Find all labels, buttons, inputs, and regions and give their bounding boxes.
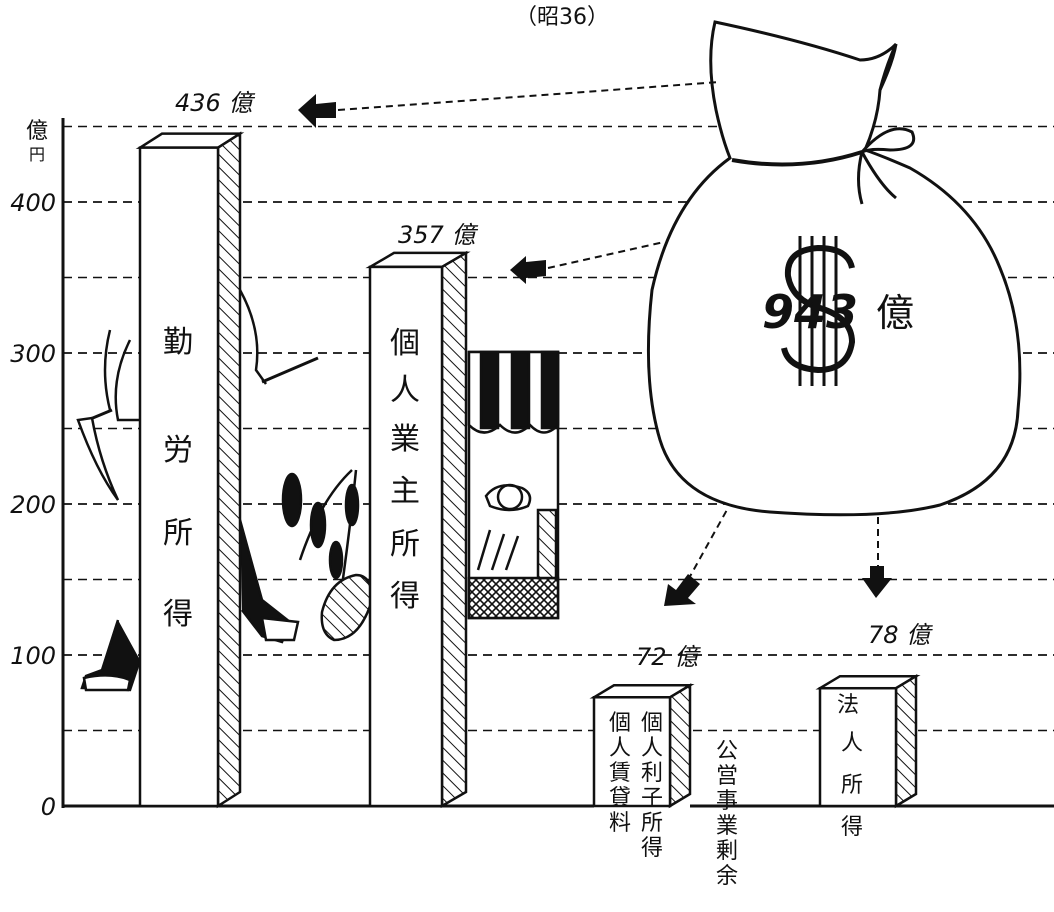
- bar-label-kojin-gyoushu: 個 人 業 主 所 得: [390, 326, 420, 614]
- arrow-down-icon: [862, 566, 892, 598]
- y-unit-label-1: 億: [26, 119, 48, 144]
- bar-label-char: 労: [163, 433, 193, 468]
- arrow-left-icon: [298, 94, 336, 128]
- y-tick-label: 300: [10, 340, 56, 368]
- rice-basket-illustration: [281, 469, 374, 642]
- bar-label-char: 所: [163, 516, 193, 551]
- bag-pointer-arrows: [298, 94, 892, 606]
- arrow-left-icon: [510, 256, 546, 284]
- bar-label-char: 個: [641, 711, 663, 736]
- y-tick-labels: 0 100 200 300 400: [10, 189, 56, 821]
- y-tick-label: 400: [10, 189, 56, 217]
- money-bag-illustration: [646, 20, 1022, 517]
- bar-value-label-zaisan: 72 億: [636, 643, 701, 671]
- bar-kinrou-shotoku: [135, 131, 245, 809]
- bar-label-char: 業: [390, 422, 420, 457]
- y-unit-label-2: 円: [29, 145, 45, 164]
- bar-label-char: 主: [390, 474, 420, 509]
- bar-label-char: 得: [163, 597, 193, 632]
- y-tick-label: 0: [41, 793, 56, 821]
- bar-label-char: 個: [390, 326, 420, 361]
- bar-label-char: 料: [609, 811, 631, 836]
- y-tick-label: 100: [10, 642, 56, 670]
- bar-label-char: 所: [641, 811, 663, 836]
- bar-label-kojin-chintairyou: 個 人 賃 貸 料: [609, 711, 631, 836]
- chart-header: （昭36）: [515, 5, 609, 30]
- bag-pointer-lines: [337, 81, 879, 581]
- bar-label-char: 人: [841, 731, 863, 756]
- bar-label-char: 公: [716, 739, 738, 764]
- bar-label-char: 子: [641, 786, 663, 811]
- bar-label-char: 人: [390, 373, 420, 408]
- bar-kojin-gyoushu-shotoku: [365, 250, 471, 809]
- bar-label-char: 剰: [716, 839, 738, 864]
- bar-value-label-kinrou: 436 億: [175, 89, 255, 117]
- bar-label-char: 業: [716, 814, 738, 839]
- bar-label-char: 勤: [163, 325, 193, 360]
- bar-label-char: 法: [837, 693, 859, 718]
- bar-label-char: 得: [841, 815, 863, 840]
- bar-label-char: 利: [641, 761, 663, 786]
- bar-label-char: 得: [390, 579, 420, 614]
- bar-label-houjin: 法 人 所 得: [837, 693, 863, 840]
- bar-label-char: 人: [609, 736, 631, 761]
- bar-label-char: 賃: [609, 761, 631, 786]
- total-unit-label: 億: [876, 291, 914, 335]
- bar-label-char: 個: [609, 711, 631, 736]
- bar-label-kojin-rishi-shotoku: 個 人 利 子 所 得: [641, 711, 663, 861]
- bar-label-kinrou: 勤 労 所 得: [163, 325, 193, 632]
- bar-value-label-kojin-gyoushu: 357 億: [398, 221, 478, 249]
- bar-label-char: 所: [390, 527, 420, 562]
- bar-label-char: 得: [641, 836, 663, 861]
- total-value-label: 943: [762, 285, 858, 339]
- bar-label-char: 営: [716, 764, 738, 789]
- arrow-down-left-icon: [664, 574, 700, 606]
- y-tick-label: 200: [10, 491, 56, 519]
- shop-stall-illustration: [467, 350, 560, 620]
- bar-label-kouei-jigyou-jouyo: 公 営 事 業 剰 余: [716, 739, 738, 889]
- dollar-sign-icon: [781, 236, 856, 386]
- bar-houjin-shotoku: [815, 674, 921, 809]
- bar-label-char: 所: [841, 773, 863, 798]
- bar-label-char: 事: [716, 789, 738, 814]
- bar-value-label-houjin: 78 億: [868, 621, 933, 649]
- bar-label-char: 人: [641, 736, 663, 761]
- bar-label-char: 貸: [609, 786, 631, 811]
- farmer-illustration: [76, 289, 319, 692]
- bar-zaisan-shotoku: [589, 683, 695, 809]
- bar-label-char: 余: [716, 864, 738, 889]
